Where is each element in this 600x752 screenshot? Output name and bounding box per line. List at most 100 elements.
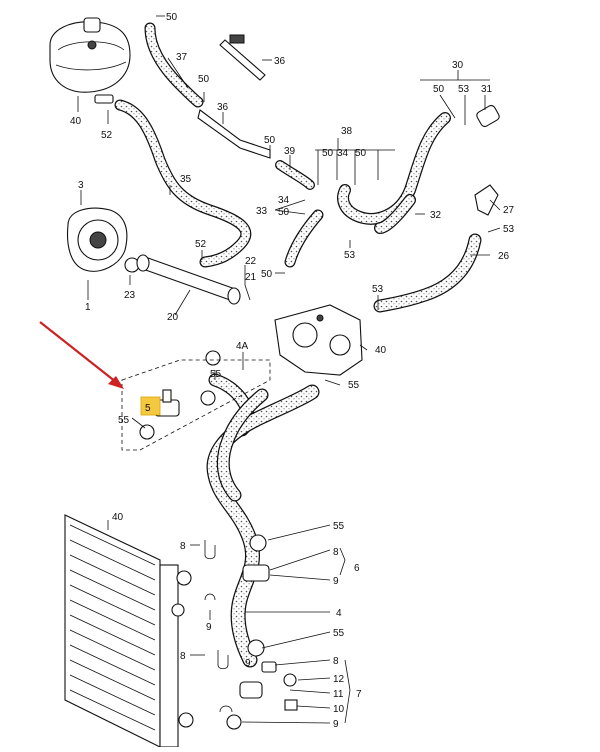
label-55: 55 xyxy=(118,415,130,426)
clamp-55-b xyxy=(200,390,216,406)
connector-31 xyxy=(476,104,500,128)
label-55: 55 xyxy=(333,521,345,532)
t-piece-stub xyxy=(162,389,172,403)
label-5: 5 xyxy=(145,403,151,414)
label-50: 50 xyxy=(355,148,367,159)
label-8: 8 xyxy=(333,656,339,667)
hose-32-branch-texture xyxy=(375,195,415,233)
label-23: 23 xyxy=(124,290,136,301)
label-3: 3 xyxy=(78,180,84,191)
label-8: 8 xyxy=(333,547,339,558)
label-33: 33 xyxy=(256,206,268,217)
thermostat-housing xyxy=(274,304,363,376)
label-27: 27 xyxy=(503,205,515,216)
label-38: 38 xyxy=(341,126,353,137)
seal-12 xyxy=(283,673,297,687)
clip-8-b xyxy=(217,650,229,670)
radiator-inlet xyxy=(176,570,192,586)
connector-7 xyxy=(239,681,263,699)
hoses xyxy=(114,22,482,668)
hose-33-texture xyxy=(285,210,323,267)
label-34: 34 xyxy=(337,148,349,159)
label-50: 50 xyxy=(278,207,290,218)
hose-37-texture xyxy=(145,23,203,107)
leader-lines xyxy=(77,15,501,724)
hose-39-texture xyxy=(276,161,314,189)
label-30: 30 xyxy=(452,60,464,71)
connector-6 xyxy=(242,564,270,582)
label-32: 32 xyxy=(430,210,442,221)
label-39: 39 xyxy=(284,146,296,157)
label-40: 40 xyxy=(112,512,124,523)
label-50: 50 xyxy=(264,135,276,146)
label-4A: 4A xyxy=(236,341,249,352)
expansion-tank xyxy=(49,21,131,93)
clamp-55-a xyxy=(139,424,155,440)
label-52: 52 xyxy=(101,130,113,141)
clip-9-b xyxy=(219,705,233,713)
thermostat-port xyxy=(292,322,318,348)
pipe-20-end xyxy=(136,254,150,272)
label-55: 55 xyxy=(348,380,360,391)
label-55: 55 xyxy=(333,628,345,639)
label-50: 50 xyxy=(198,74,210,85)
parts xyxy=(49,17,500,748)
pipe-36b xyxy=(197,109,271,159)
part-labels: 50 3 7 50 36 40 52 36 50 39 38 50 34 50 3… xyxy=(70,12,515,730)
label-55: 55 xyxy=(210,369,222,380)
radiator-fins xyxy=(69,524,156,731)
label-6: 6 xyxy=(354,563,360,574)
label-53: 53 xyxy=(503,224,515,235)
label-40: 40 xyxy=(70,116,82,127)
pipe-20 xyxy=(139,257,239,301)
label-1: 1 xyxy=(85,302,91,313)
hose-26-texture xyxy=(374,234,481,312)
label-22: 22 xyxy=(245,256,257,267)
label-31: 31 xyxy=(481,84,493,95)
label-52: 52 xyxy=(195,239,207,250)
label-40: 40 xyxy=(375,345,387,356)
label-35: 35 xyxy=(180,174,192,185)
label-9: 9 xyxy=(333,719,339,730)
label-9: 9 xyxy=(206,622,212,633)
label-53: 53 xyxy=(344,250,356,261)
radiator-outlet xyxy=(178,712,194,728)
pipe-36 xyxy=(219,39,266,81)
label-10: 10 xyxy=(333,704,345,715)
label-53: 53 xyxy=(372,284,384,295)
tank-clip xyxy=(94,94,114,104)
label-50: 50 xyxy=(322,148,334,159)
pointer-arrow xyxy=(39,321,124,389)
label-50: 50 xyxy=(261,269,273,280)
pipe-36-connector xyxy=(229,34,245,44)
label-34: 34 xyxy=(278,195,290,206)
label-53: 53 xyxy=(458,84,470,95)
clip-8-a xyxy=(204,540,216,560)
hose-main-lower-texture xyxy=(207,385,319,667)
label-8: 8 xyxy=(180,541,186,552)
clamp-55-c xyxy=(205,350,221,366)
thermostat-port-2 xyxy=(329,334,351,356)
label-4: 4 xyxy=(336,608,342,619)
label-26: 26 xyxy=(498,251,510,262)
connector-27 xyxy=(474,184,499,216)
label-21: 21 xyxy=(245,272,257,283)
clamp-55-d xyxy=(249,534,267,552)
label-12: 12 xyxy=(333,674,345,685)
radiator xyxy=(64,514,161,748)
expansion-tank-seam-2 xyxy=(55,61,127,71)
tank-outlet xyxy=(87,40,97,50)
sensor-10 xyxy=(284,699,298,711)
clamp-55-e xyxy=(247,639,265,657)
thermostat-bolt xyxy=(316,314,324,322)
label-11: 11 xyxy=(333,689,344,700)
label-8: 8 xyxy=(180,651,186,662)
label-7: 7 xyxy=(356,689,362,700)
radiator-tank xyxy=(159,564,179,748)
label-36: 36 xyxy=(217,102,229,113)
label-36: 36 xyxy=(274,56,286,67)
label-9: 9 xyxy=(333,576,339,587)
label-50: 50 xyxy=(433,84,445,95)
